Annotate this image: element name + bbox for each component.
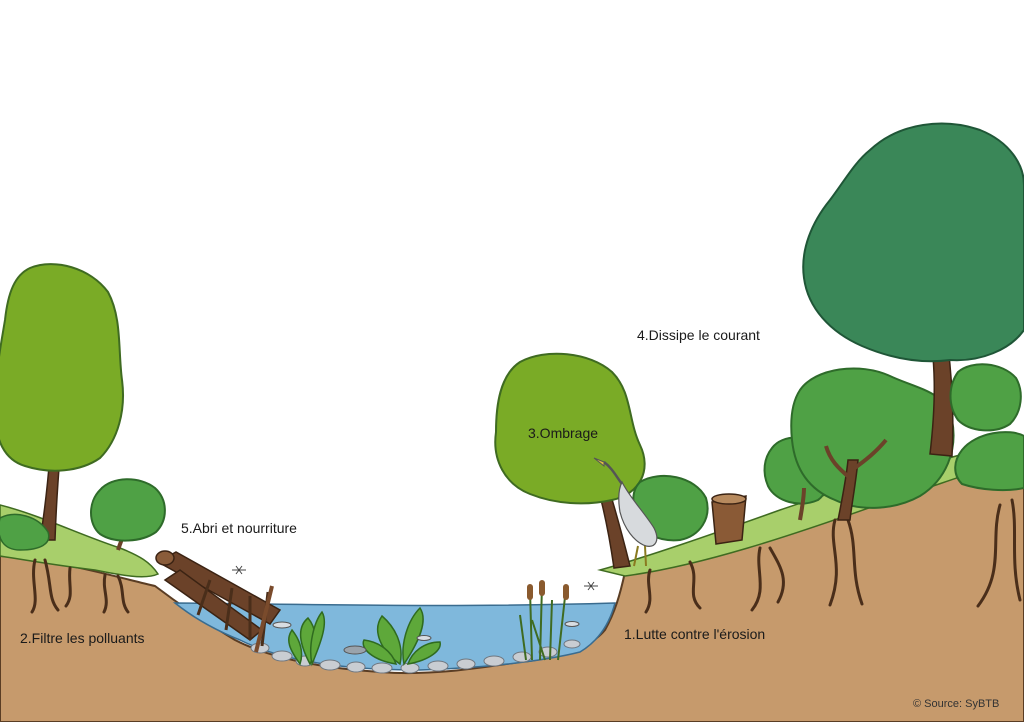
cattail-reeds <box>519 580 569 661</box>
big-tree-trunk <box>929 345 954 457</box>
riverbed-pebbles <box>250 639 581 674</box>
right-edge-shrub <box>949 363 1022 432</box>
dragonflies <box>232 565 598 591</box>
woody-debris <box>155 550 282 653</box>
left-small-bush <box>0 513 50 551</box>
right-small-tree-trunk <box>798 487 806 521</box>
label-erosion-control: 1.Lutte contre l'érosion <box>624 626 766 642</box>
heron-bird <box>593 457 658 567</box>
aquatic-plants <box>288 606 441 667</box>
roots <box>30 498 1022 614</box>
right-mid-tree-trunk <box>837 459 859 521</box>
right-edge-bush <box>954 431 1024 492</box>
label-shade: 3.Ombrage <box>528 425 599 441</box>
label-pollutant-filter: 2.Filtre les polluants <box>20 630 145 646</box>
fish <box>272 621 580 655</box>
left-tree-canopy <box>0 263 124 472</box>
big-tree-canopy <box>802 122 1024 363</box>
label-shelter-food: 5.Abri et nourriture <box>181 520 297 536</box>
left-shrub-canopy <box>90 478 166 542</box>
right-mid-tree-branches <box>824 438 888 480</box>
label-current-dissipation: 4.Dissipe le courant <box>637 327 760 343</box>
right-mid-tree-canopy <box>790 367 955 509</box>
source-credit: © Source: SyBTB <box>913 698 1000 710</box>
